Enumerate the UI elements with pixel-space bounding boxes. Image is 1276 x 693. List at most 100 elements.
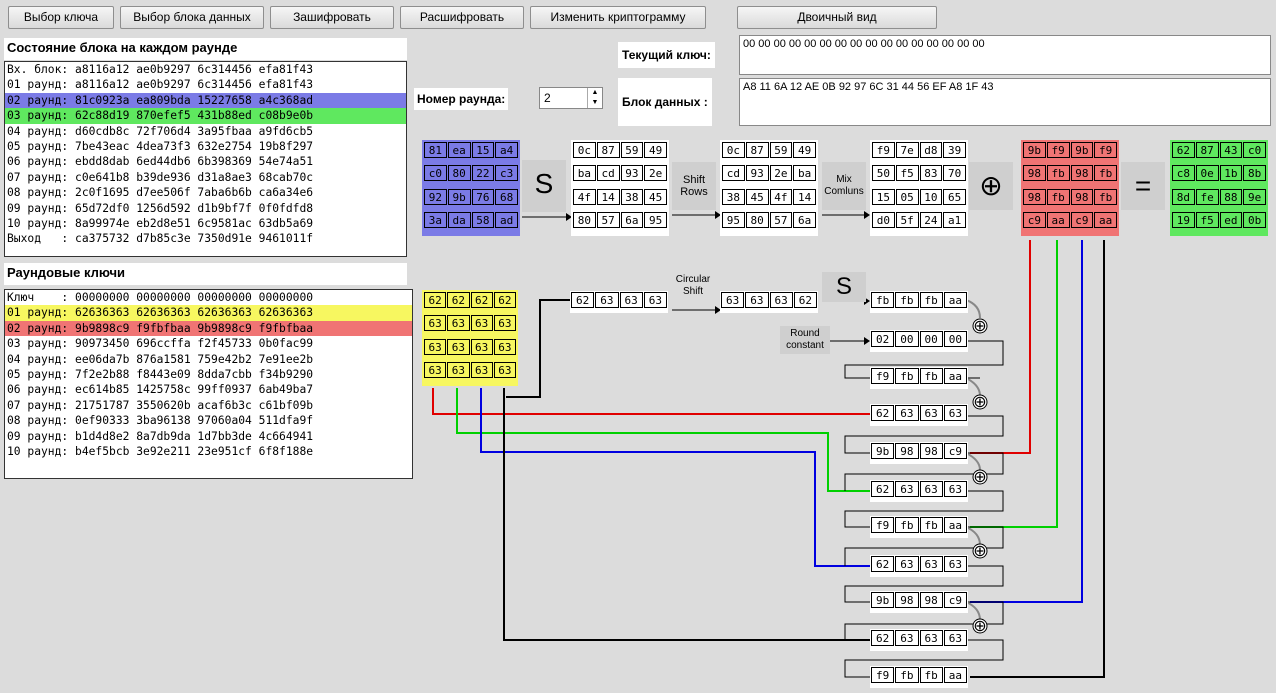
matrix-cell: 63: [424, 315, 447, 332]
list-item[interactable]: Ключ : 00000000 00000000 00000000 000000…: [7, 291, 314, 304]
list-item-prev-key[interactable]: 01 раунд: 62636363 62636363 62636363 626…: [5, 305, 412, 321]
list-item-current-key[interactable]: 02 раунд: 9b9898c9 f9fbfbaa 9b9898c9 f9f…: [5, 320, 412, 337]
matrix-cell: 10: [919, 188, 943, 205]
matrix-cell: 98: [895, 443, 919, 459]
list-item-next[interactable]: 03 раунд: 62c88d19 870efef5 431b88ed c08…: [5, 108, 406, 124]
matrix-cell: 49: [793, 142, 816, 158]
list-item[interactable]: 08 раунд: 2c0f1695 d7ee506f 7aba6b6b ca6…: [7, 186, 314, 200]
round-constant-box: Round constant: [780, 326, 830, 354]
matrix-cell: f9: [1046, 142, 1070, 158]
list-item[interactable]: 01 раунд: a8116a12 ae0b9297 6c314456 efa…: [7, 78, 314, 92]
matrix-cell: 39: [943, 142, 966, 158]
matrix-cell: 87: [745, 142, 769, 158]
matrix-cell: 45: [745, 188, 769, 205]
round-number-spinner[interactable]: 2 ▲ ▼: [539, 87, 603, 109]
mix-columns-box: Mix Comluns: [822, 162, 866, 210]
list-item[interactable]: Вх. блок: a8116a12 ae0b9297 6c314456 efa…: [7, 63, 314, 76]
list-item[interactable]: 04 раунд: d60cdb8c 72f706d4 3a95fbaa a9f…: [7, 124, 314, 138]
data-block-field[interactable]: A8 11 6A 12 AE 0B 92 97 6C 31 44 56 EF A…: [739, 78, 1271, 126]
sub-bytes-label: S: [534, 168, 554, 199]
matrix-cell: 63: [943, 481, 967, 497]
matrix-cell: 8b: [1243, 165, 1266, 182]
matrix-cell: ad: [495, 211, 518, 228]
matrix-cell: 02: [871, 331, 895, 347]
matrix-cell: 00: [895, 331, 919, 347]
matrix-cell: a4: [495, 142, 518, 158]
matrix-cell: 1b: [1219, 165, 1243, 182]
matrix-cell: 24: [919, 211, 943, 228]
matrix-cell: fb: [919, 292, 943, 308]
matrix-cell: 59: [620, 142, 644, 158]
matrix-cell: 63: [919, 481, 943, 497]
matrix-cell: 63: [721, 292, 745, 308]
list-item[interactable]: 05 раунд: 7f2e2b88 f8443e09 8dda7cbb f34…: [7, 367, 314, 381]
xor-icon: ⊕: [973, 318, 986, 335]
matrix-cell: 63: [745, 292, 769, 308]
matrix-cell: 63: [943, 630, 967, 646]
matrix-cell: 43: [1219, 142, 1243, 158]
matrix-cell: a1: [943, 211, 966, 228]
list-item[interactable]: 10 раунд: 8a99974e eb2d8e51 6c9581ac 63d…: [7, 216, 314, 230]
list-item[interactable]: 10 раунд: b4ef5bcb 3e92e211 23e951cf 6f8…: [7, 444, 314, 458]
matrix-cell: 9b: [871, 443, 895, 459]
data-block-label: Блок данных :: [618, 78, 712, 126]
xor-icon: ⊕: [979, 170, 1003, 201]
list-item[interactable]: 03 раунд: 90973450 696ccffa f2f45733 0b0…: [7, 337, 314, 351]
rounds-list[interactable]: Вх. блок: a8116a12 ae0b9297 6c314456 efa…: [4, 61, 407, 257]
matrix-cell: fb: [895, 292, 919, 308]
matrix-cell: 62: [871, 630, 895, 646]
matrix-cell: 80: [447, 165, 471, 182]
matrix-cell: f9: [871, 368, 895, 384]
list-item[interactable]: 05 раунд: 7be43eac 4dea73f3 632e2754 19b…: [7, 139, 314, 153]
matrix-cell: 45: [644, 188, 667, 205]
matrix-cell: 2e: [769, 165, 793, 182]
list-item[interactable]: 08 раунд: 0ef90333 3ba96138 97060a04 511…: [7, 414, 314, 428]
current-key-field[interactable]: 00 00 00 00 00 00 00 00 00 00 00 00 00 0…: [739, 35, 1271, 75]
matrix-cell: 88: [1219, 188, 1243, 205]
equals-box: =: [1121, 162, 1165, 210]
matrix-cell: 93: [745, 165, 769, 182]
list-item[interactable]: 07 раунд: c0e641b8 b39de936 d31a8ae3 68c…: [7, 170, 314, 184]
binary-view-button[interactable]: Двоичный вид: [737, 6, 937, 29]
circular-shift-label: Circular Shift: [675, 274, 711, 297]
matrix-cell: 57: [596, 211, 620, 228]
matrix-cell: 62: [447, 292, 470, 308]
round-constant-label: Round constant: [786, 328, 824, 351]
current-key-label: Текущий ключ:: [618, 42, 715, 68]
select-key-button[interactable]: Выбор ключа: [8, 6, 114, 29]
spin-down-icon[interactable]: ▼: [587, 98, 602, 108]
matrix-cell: 63: [595, 292, 619, 308]
matrix-cell: 63: [943, 405, 967, 421]
add-round-key-box: ⊕: [969, 162, 1013, 210]
list-item[interactable]: Выход : ca375732 d7b85c3e 7350d91e 94610…: [7, 232, 314, 246]
matrix-cell: fb: [919, 368, 943, 384]
matrix-cell: c9: [1070, 211, 1094, 228]
list-item[interactable]: 06 раунд: ec614b85 1425758c 99ff0937 6ab…: [7, 383, 314, 397]
decrypt-button[interactable]: Расшифровать: [400, 6, 524, 29]
matrix-cell: 63: [424, 361, 447, 378]
matrix-cell: aa: [943, 517, 967, 533]
spin-up-icon[interactable]: ▲: [587, 88, 602, 98]
matrix-cell: 63: [919, 630, 943, 646]
matrix-cell: 63: [470, 361, 493, 378]
encrypt-button[interactable]: Зашифровать: [270, 6, 394, 29]
list-item[interactable]: 09 раунд: 65d72df0 1256d592 d1b9bf7f 0f0…: [7, 201, 314, 215]
select-block-button[interactable]: Выбор блока данных: [120, 6, 264, 29]
sub-bytes-box: S: [522, 160, 566, 212]
list-item[interactable]: 09 раунд: b1d4d8e2 8a7db9da 1d7bb3de 4c6…: [7, 429, 314, 443]
list-item-selected[interactable]: 02 раунд: 81c0923a ea809bda 15227658 a4c…: [5, 92, 406, 109]
list-item[interactable]: 07 раунд: 21751787 3550620b acaf6b3c c61…: [7, 398, 314, 412]
matrix-cell: d8: [919, 142, 943, 158]
matrix-cell: 76: [471, 188, 495, 205]
list-item[interactable]: 04 раунд: ee06da7b 876a1581 759e42b2 7e9…: [7, 352, 314, 366]
round-keys-list[interactable]: Ключ : 00000000 00000000 00000000 000000…: [4, 289, 413, 479]
list-item[interactable]: 06 раунд: ebdd8dab 6ed44db6 6b398369 54e…: [7, 155, 314, 169]
matrix-cell: 6a: [793, 211, 816, 228]
matrix-cell: 95: [644, 211, 667, 228]
edit-ciphertext-button[interactable]: Изменить криптограмму: [530, 6, 706, 29]
matrix-cell: 19: [1172, 211, 1195, 228]
matrix-cell: 9b: [871, 592, 895, 608]
